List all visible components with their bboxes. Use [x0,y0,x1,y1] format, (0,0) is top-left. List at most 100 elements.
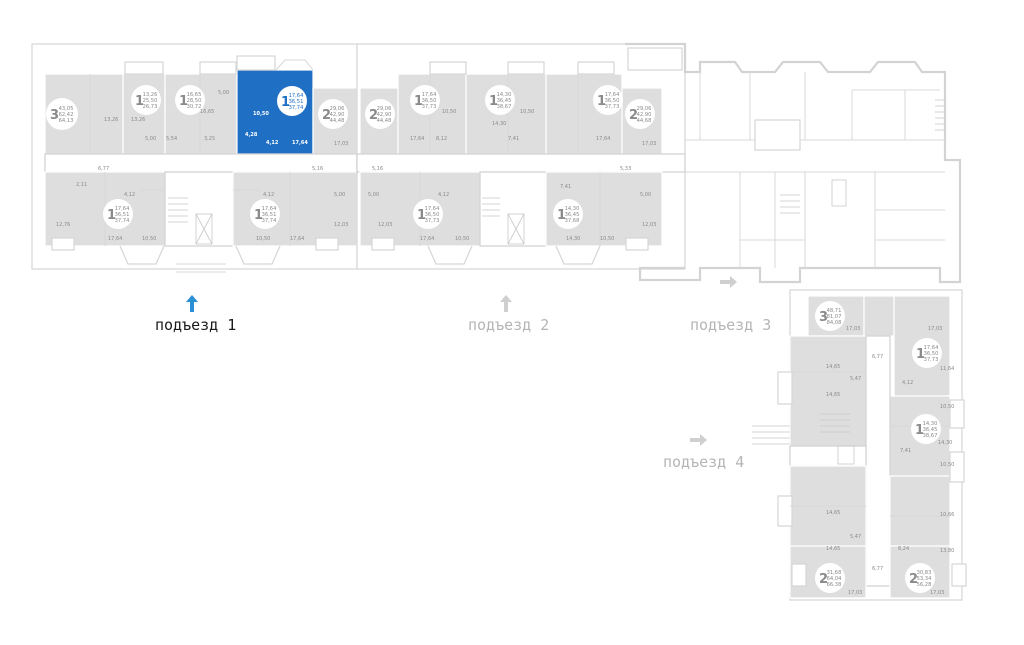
room-label: 5,00 [334,192,345,198]
room-label: 12,03 [378,222,392,228]
room-label: 17,03 [848,590,862,596]
badge-total-area: 30,72 [187,104,202,110]
badge-area: 36,50 [422,98,437,104]
badge-rooms: 1 [179,94,188,109]
badge-area: 36,50 [425,212,440,218]
room-label: 10,50 [256,236,270,242]
room-label: 17,64 [290,236,304,242]
entrance-1-arrow-icon [186,295,198,312]
room-label: 14,30 [938,440,952,446]
room-label: 17,03 [642,141,656,147]
room-label: 14,65 [826,546,840,552]
room-label: 4,12 [902,380,913,386]
room-label: 12,03 [334,222,348,228]
badge-total-area: 37,73 [425,218,440,224]
room-label: 6,77 [98,166,109,172]
entrance-4-label[interactable]: подъезд 4 [663,453,744,471]
badge-rooms: 1 [597,94,606,109]
badge-circle [911,414,941,444]
room-label: 10,50 [520,109,534,115]
room-label: 10,50 [253,111,269,117]
badge-circle [277,86,307,116]
badge-rooms: 1 [557,208,566,223]
badge-area: 64,04 [827,576,843,582]
room-label: 17,03 [846,326,860,332]
room-label: 13,26 [104,117,118,123]
badge-area: 81,07 [827,314,842,320]
badge-total-area: 37,68 [565,218,580,224]
room-label: 13,80 [940,548,954,554]
room-label: 4,12 [263,192,274,198]
badge-area: 36,50 [605,98,620,104]
badge-total-area: 37,73 [422,104,437,110]
room-label: 4,12 [438,192,449,198]
badge-area: 42,90 [330,112,345,118]
badge-rooms: 2 [819,572,828,587]
badge-circle [250,199,280,229]
badge-circle [905,563,935,593]
badge-living-area: 16,65 [187,92,202,98]
apartment-a3[interactable] [164,73,238,155]
badge-total-area: 44,48 [330,118,345,124]
badge-area: 36,45 [565,212,580,218]
section-1 [31,43,358,273]
room-label: 14,65 [826,392,840,398]
badge-total-area: 56,28 [917,582,932,588]
badge-area: 36,51 [289,99,304,105]
badge-living-area: 17,64 [924,345,940,351]
badge-circle [625,99,655,129]
section-3 [625,42,962,284]
badge-living-area: 17,64 [262,206,278,212]
badge-area: 36,51 [115,212,130,218]
badge-circle [410,85,440,115]
badge-area: 36,50 [924,351,939,357]
badge-total-area: 37,74 [262,218,278,224]
room-label: 3,25 [204,136,215,142]
badge-rooms: 3 [50,108,59,123]
room-label: 10,50 [940,462,954,468]
badge-area: 42,90 [377,112,392,118]
entrance-1-label[interactable]: подъезд 1 [155,316,236,334]
entrance-2-label[interactable]: подъезд 2 [468,316,549,334]
room-label: 5,00 [145,136,156,142]
room-label: 17,03 [928,326,942,332]
badge-circle [175,85,205,115]
entrance-3-label[interactable]: подъезд 3 [690,316,771,334]
badge-living-area: 29,06 [637,106,652,112]
badge-living-area: 48,71 [827,308,842,314]
badge-total-area: 38,67 [497,104,512,110]
badge-rooms: 2 [909,572,918,587]
badge-circle [46,98,78,130]
badge-rooms: 2 [322,108,331,123]
room-label: 10,50 [455,236,469,242]
room-label: 14,65 [826,364,840,370]
badge-total-area: 64,13 [59,118,74,124]
badge-rooms: 1 [107,208,116,223]
entrance-3-arrow-icon [720,276,737,288]
badge-living-area: 14,30 [565,206,580,212]
room-label: 2,11 [76,182,87,188]
entrance-2-arrow-icon [500,295,512,312]
entrance-arrows [186,276,737,446]
badge-circle [103,199,133,229]
